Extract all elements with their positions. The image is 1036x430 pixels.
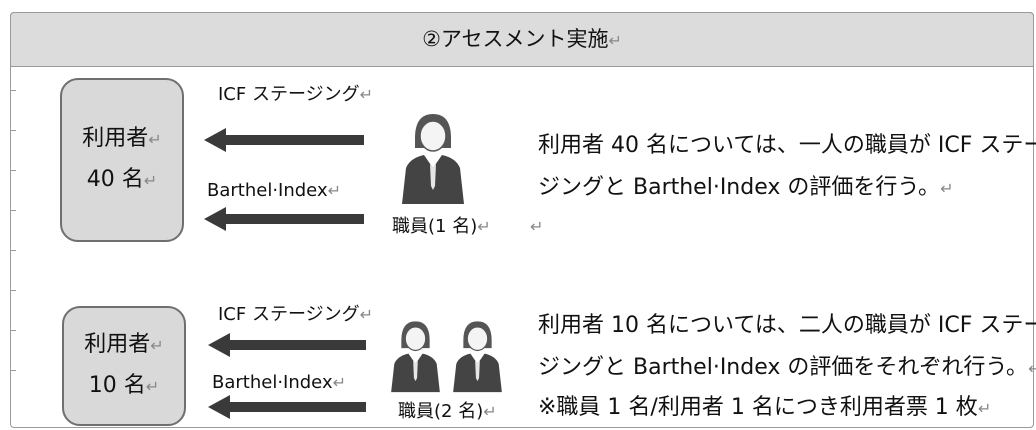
staff-label: 職員(1 名)↵: [392, 216, 491, 237]
edge-tick: [10, 370, 16, 371]
left-arrow: [204, 207, 364, 231]
description-line: 利用者 10 名については、二人の職員が ICF ステー: [538, 313, 1036, 338]
person-icon: [402, 114, 464, 204]
user-box-line1: 利用者↵: [84, 332, 164, 357]
description-line: ※職員 1 名/利用者 1 名につき利用者票 1 枚↵: [538, 395, 992, 420]
user-box-line2: 40 名↵: [86, 167, 158, 192]
edge-tick: [10, 170, 16, 171]
description-line: ジングと Barthel·Index の評価をそれぞれ行う。↵: [538, 355, 1036, 380]
person-icon: [453, 321, 502, 393]
arrow-label-icf: ICF ステージング↵: [218, 84, 373, 105]
edge-tick: [10, 130, 16, 131]
header-title-wrap: ②アセスメント実施↵: [11, 13, 1033, 67]
user-box-10: 利用者↵ 10 名↵: [62, 306, 186, 426]
person-icon: [391, 321, 440, 393]
user-box-40: 利用者↵ 40 名↵: [60, 78, 184, 242]
edge-tick: [10, 250, 16, 251]
left-arrow: [204, 128, 364, 152]
edge-tick: [10, 290, 16, 291]
left-arrow: [208, 395, 366, 419]
user-box-line2: 10 名↵: [88, 373, 160, 398]
arrow-label-barthel: Barthel·Index↵: [207, 180, 342, 201]
staff-label: 職員(2 名)↵: [398, 401, 497, 422]
edge-tick: [10, 210, 16, 211]
description-line: 利用者 40 名については、一人の職員が ICF ステー: [538, 133, 1036, 158]
header-bar: ②アセスメント実施↵: [10, 12, 1034, 67]
header-title: ②アセスメント実施: [422, 27, 609, 51]
return-mark: ↵: [608, 31, 622, 50]
edge-tick: [10, 90, 16, 91]
user-box-line1: 利用者↵: [82, 126, 162, 151]
arrow-label-icf: ICF ステージング↵: [218, 304, 373, 325]
description-line: ↵: [530, 217, 544, 236]
arrow-label-barthel: Barthel·Index↵: [212, 372, 347, 393]
left-arrow: [208, 333, 366, 357]
description-line: ジングと Barthel·Index の評価を行う。↵: [538, 175, 954, 200]
edge-tick: [10, 330, 16, 331]
